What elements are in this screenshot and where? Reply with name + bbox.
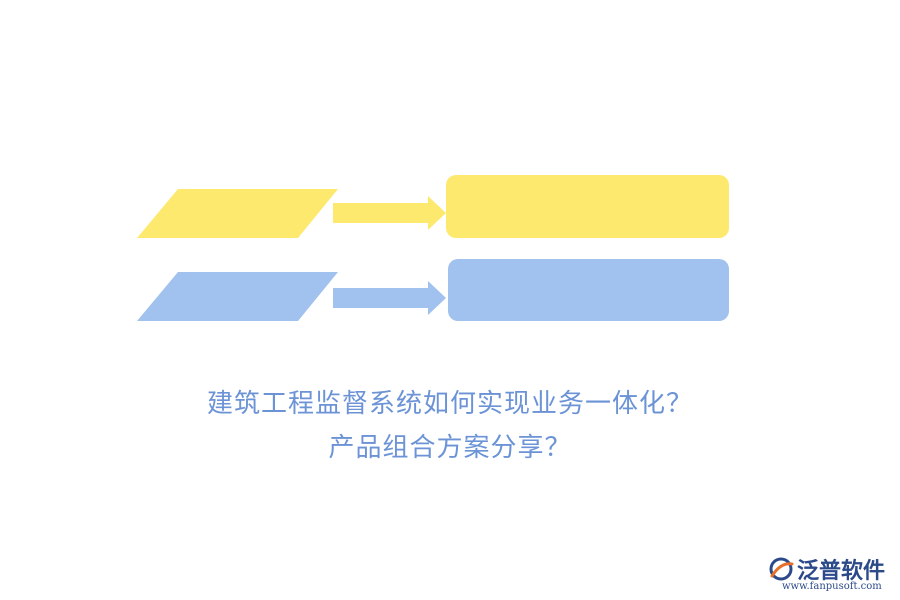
logo-swoosh-icon	[769, 557, 794, 581]
caption-title-line-1: 建筑工程监督系统如何实现业务一体化？	[206, 389, 693, 419]
logo-swoosh	[770, 562, 794, 578]
watermark-logo: 泛普软件 www.fanpusoft.com	[768, 553, 894, 597]
logo-url: www.fanpusoft.com	[782, 581, 882, 592]
arrow-right-icon	[333, 281, 446, 315]
output-box-yellow	[446, 175, 729, 238]
input-parallelogram-blue	[137, 272, 338, 321]
logo-brand-name: 泛普软件	[797, 559, 886, 584]
input-parallelogram-yellow	[137, 189, 338, 238]
logo-ring	[769, 557, 793, 581]
arrow-right-icon	[333, 196, 446, 230]
caption-title-line-2: 产品组合方案分享？	[328, 433, 572, 463]
output-box-blue	[448, 259, 729, 321]
